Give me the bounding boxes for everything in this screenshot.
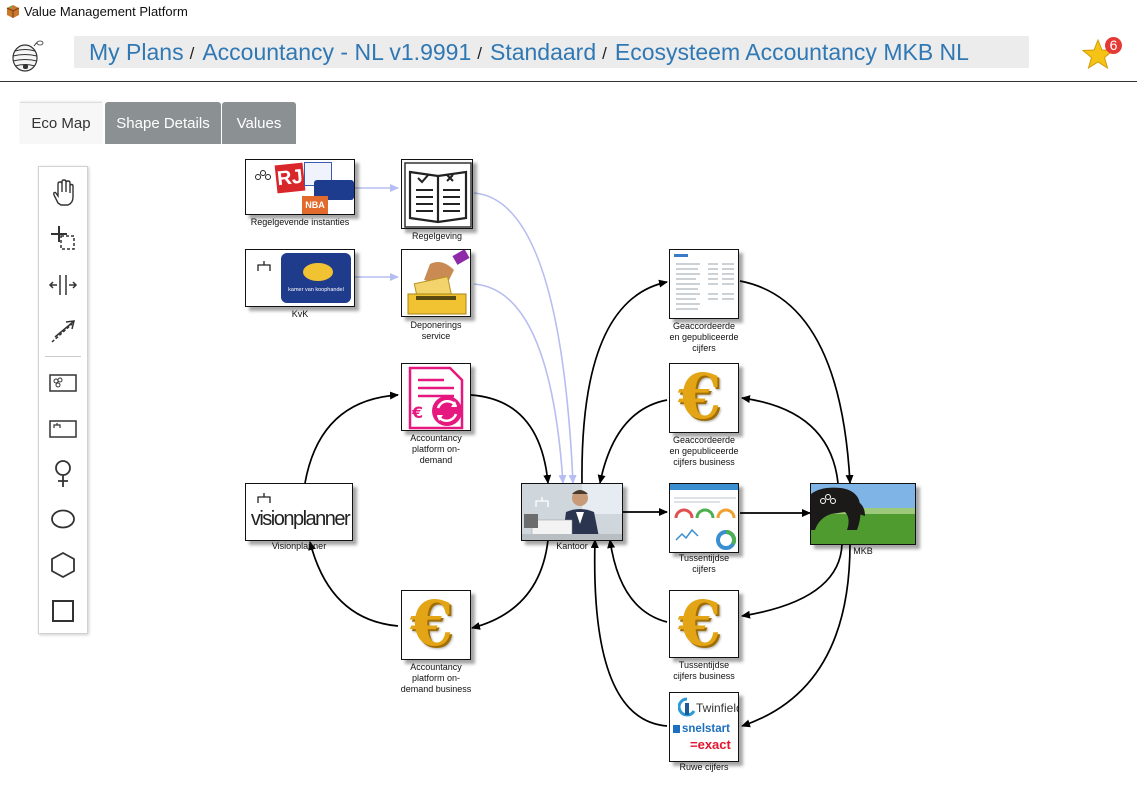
header-divider: [0, 81, 1137, 82]
actor-group-shape-icon[interactable]: [47, 367, 79, 399]
snelstart-logo-icon: [673, 725, 680, 733]
breadcrumb-my-plans[interactable]: My Plans: [89, 38, 184, 65]
node-label: Visionplanner: [271, 541, 327, 551]
node-label: Regelgeving: [411, 231, 463, 241]
nba-logo: NBA: [302, 196, 328, 214]
hexagon-shape-icon[interactable]: [47, 549, 79, 581]
node-label: Regelgevende instanties: [250, 217, 350, 227]
card-logo-icon: [314, 180, 354, 200]
distribute-tool-icon[interactable]: [47, 269, 79, 301]
kvk-logo-icon: kamer van koophandel: [281, 253, 351, 303]
app-title: Value Management Platform: [24, 4, 188, 19]
organization-shape-icon[interactable]: [47, 413, 79, 445]
organization-icon: [257, 261, 271, 271]
financial-report-icon: [670, 250, 738, 318]
flow-kantoor-to-business: [471, 539, 549, 630]
visionplanner-logo: visionplanner: [250, 508, 351, 530]
node-label: Geaccordeerde en gepubliceerde cijfers: [669, 321, 739, 353]
toolbox-divider: [45, 356, 81, 357]
shape-toolbox: [38, 166, 88, 634]
rectangle-shape-icon[interactable]: [47, 595, 79, 627]
tab-values[interactable]: Values: [222, 102, 296, 144]
node-label: KvK: [291, 309, 309, 319]
office-worker-photo: [522, 484, 622, 540]
exact-logo-text: =exact: [690, 737, 731, 752]
node-label: MKB: [853, 546, 873, 556]
node-label: Geaccordeerde en gepubliceerde cijfers b…: [669, 435, 739, 467]
twinfield-logo-icon: [678, 697, 696, 717]
tab-eco-map[interactable]: Eco Map: [20, 102, 102, 144]
svg-text:€: €: [411, 403, 423, 422]
invoice-refresh-icon: €: [408, 366, 464, 430]
ballot-deposit-icon: [407, 250, 470, 315]
euro-icon: €: [678, 363, 722, 433]
organization-icon: [535, 497, 549, 507]
breadcrumb-scenario[interactable]: Standaard: [489, 38, 597, 65]
twinfield-logo-text: Twinfield: [696, 701, 739, 715]
breadcrumb-separator: /: [477, 44, 482, 63]
pan-tool-icon[interactable]: [47, 177, 79, 209]
dashboard-icon: [670, 484, 738, 552]
rj-logo: RJ: [274, 162, 306, 194]
kvk-logo-mark: [303, 263, 333, 281]
flow-business-to-visionplanner: [308, 541, 399, 627]
beehive-logo-icon[interactable]: [8, 36, 46, 74]
node-label: Accountancy platform on- demand business: [400, 662, 472, 694]
node-label: Ruwe cijfers: [679, 762, 729, 772]
euro-icon: €: [410, 590, 454, 660]
tab-shape-details[interactable]: Shape Details: [105, 102, 221, 144]
connector-tool-icon[interactable]: [47, 315, 79, 347]
kvk-logo-text: kamer van koophandel: [288, 287, 344, 293]
actor-group-icon: [820, 494, 836, 504]
node-label: Tussentijdse cijfers: [678, 553, 730, 574]
node-label: Deponerings service: [410, 320, 462, 341]
person-shape-icon[interactable]: [47, 457, 79, 489]
organization-icon: [257, 493, 271, 503]
breadcrumb-separator: /: [189, 44, 195, 63]
ellipse-shape-icon[interactable]: [47, 503, 79, 535]
actor-group-icon: [255, 170, 271, 180]
breadcrumb-separator: /: [602, 44, 607, 63]
book-rules-icon: [404, 162, 472, 228]
window-titlebar: Value Management Platform: [0, 0, 1137, 24]
node-label: Tussentijdse cijfers business: [673, 660, 735, 681]
breadcrumb-plan[interactable]: Accountancy - NL v1.9991: [202, 38, 472, 65]
breadcrumb-ecosystem[interactable]: Ecosysteem Accountancy MKB NL: [614, 38, 969, 65]
node-label: Kantoor: [556, 541, 588, 551]
app-icon: [6, 5, 20, 18]
select-tool-icon[interactable]: [47, 222, 79, 254]
breadcrumb: My Plans / Accountancy - NL v1.9991 / St…: [74, 36, 1029, 68]
euro-icon: €: [678, 590, 722, 658]
node-label: Accountancy platform on- demand: [410, 433, 462, 465]
snelstart-logo-text: snelstart: [682, 723, 730, 735]
favorites-count-badge: 6: [1105, 37, 1122, 54]
